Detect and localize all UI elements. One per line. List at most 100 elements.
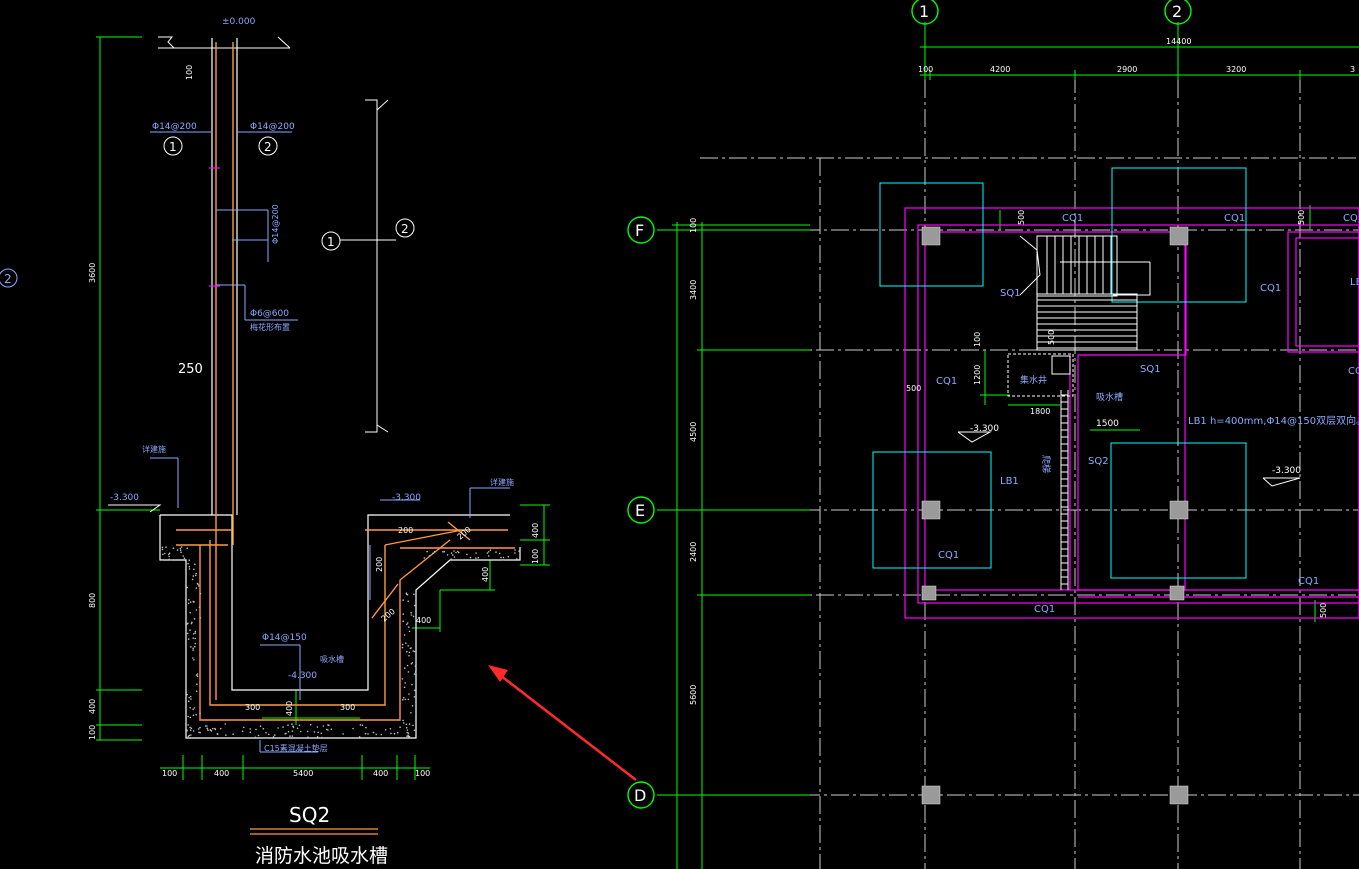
svg-text:1800: 1800 <box>1030 407 1050 416</box>
hatch-dot <box>291 735 294 737</box>
hatch-dot <box>212 727 214 730</box>
hatch-dot <box>188 696 190 699</box>
hatch-dot <box>365 726 367 729</box>
plan-view: 1 2 F E D 14400 100 4200 2900 3200 3 100… <box>108 0 1359 869</box>
wall-outline <box>159 38 521 739</box>
hatch-dot <box>287 730 290 733</box>
svg-text:100: 100 <box>689 218 698 233</box>
hatch-dot <box>196 675 199 677</box>
hatch-dot <box>161 546 164 549</box>
plan-dim-texts: 14400 100 4200 2900 3200 3 100 3400 4500… <box>689 37 1355 705</box>
cut-marker-1: 1 <box>327 235 335 249</box>
hatch-dot <box>179 547 182 550</box>
hatch-dot <box>257 734 260 737</box>
hatch-dot <box>432 552 434 555</box>
hatch-dot <box>380 733 383 736</box>
svg-text:LB1 h=400mm,Φ14@150双层双向。: LB1 h=400mm,Φ14@150双层双向。 <box>1188 414 1359 427</box>
hatch-dot <box>428 555 431 557</box>
hatch-dot <box>165 546 167 548</box>
section-dim-lines <box>96 36 550 780</box>
hatch-dot <box>255 728 257 731</box>
axis-row-d: D <box>634 786 646 805</box>
hatch-dot <box>232 733 234 735</box>
svg-text:5600: 5600 <box>689 685 698 705</box>
hatch-dot <box>161 548 164 551</box>
hatch-dot <box>194 637 196 640</box>
hatch-dot <box>413 696 416 698</box>
hatch-dot <box>316 736 319 738</box>
hatch-dot <box>458 551 460 554</box>
plan-dim-lines <box>657 22 1359 869</box>
hatch-dot <box>413 593 415 596</box>
top-break-line <box>158 36 291 49</box>
hatch-dot <box>195 714 197 716</box>
hatch-dot <box>268 733 270 736</box>
svg-text:爬梯: 爬梯 <box>1040 455 1052 473</box>
svg-text:SQ2: SQ2 <box>1088 456 1109 467</box>
svg-text:500: 500 <box>1017 210 1026 225</box>
hatch-dot <box>192 730 195 732</box>
hatch-dot <box>320 732 323 735</box>
hatch-dot <box>284 733 287 735</box>
hatch-dot <box>168 552 171 554</box>
hatch-dot <box>206 725 208 727</box>
hatch-dot <box>410 663 413 665</box>
svg-text:SQ1: SQ1 <box>1000 288 1021 299</box>
axis-col-2: 2 <box>1172 2 1182 21</box>
hatch-dot <box>414 665 417 667</box>
section-cut-indicator <box>340 99 396 433</box>
rebar-mid-label: Φ14@200 <box>271 204 280 244</box>
hatch-dot <box>187 562 189 565</box>
hatch-dot <box>188 700 190 702</box>
hatch-dot <box>180 546 183 548</box>
hatch-dot <box>514 549 516 551</box>
axis-row-f: F <box>635 221 644 240</box>
hatch-dot <box>402 620 405 622</box>
hatch-dot <box>411 683 413 686</box>
svg-text:800: 800 <box>88 593 97 608</box>
hatch-dot <box>254 736 257 739</box>
hatch-dot <box>186 632 189 635</box>
axis-lines <box>657 22 1359 869</box>
hatch-dot <box>189 729 192 731</box>
hatch-dot <box>187 724 189 726</box>
hatch-dot <box>241 730 244 733</box>
hatch-dot <box>187 622 189 625</box>
svg-text:5400: 5400 <box>293 769 313 778</box>
hatch-dot <box>194 630 197 633</box>
hatch-dot <box>322 725 325 727</box>
hatch-dot <box>407 735 410 738</box>
hatch-dot <box>209 729 212 732</box>
hatch-dot <box>179 549 182 551</box>
hatch-dot <box>402 719 404 722</box>
hatch-dot <box>453 556 456 558</box>
rebar-tie-note: 梅花形布置 <box>250 322 290 332</box>
svg-text:CQ1: CQ1 <box>1034 604 1055 615</box>
hatch-dot <box>224 723 227 725</box>
elev-left: -3.300 <box>110 493 139 503</box>
hatch-dot <box>265 736 268 739</box>
hatch-dot <box>192 637 195 639</box>
hatch-dot <box>190 695 192 698</box>
hatch-dot <box>194 632 197 634</box>
hatch-dot <box>219 727 222 730</box>
hatch-dot <box>195 674 198 676</box>
hatch-dot <box>168 558 170 561</box>
hatch-dot <box>411 662 414 664</box>
svg-text:100: 100 <box>415 769 430 778</box>
svg-text:CQ1: CQ1 <box>1224 213 1245 224</box>
hatch-dot <box>191 621 193 624</box>
hatch-dot <box>306 730 309 733</box>
finish-left: 详建施 <box>142 444 166 454</box>
hatch-dot <box>402 599 405 601</box>
title-underline <box>250 828 378 835</box>
hatch-dot <box>195 587 198 589</box>
hatch-dot <box>359 724 362 726</box>
hatch-dot <box>188 565 191 568</box>
hatch-dot <box>193 659 195 661</box>
hatch-dot <box>457 550 459 553</box>
svg-text:200: 200 <box>380 607 397 624</box>
finish-right: 详建施 <box>490 477 514 487</box>
svg-text:400: 400 <box>481 567 490 582</box>
